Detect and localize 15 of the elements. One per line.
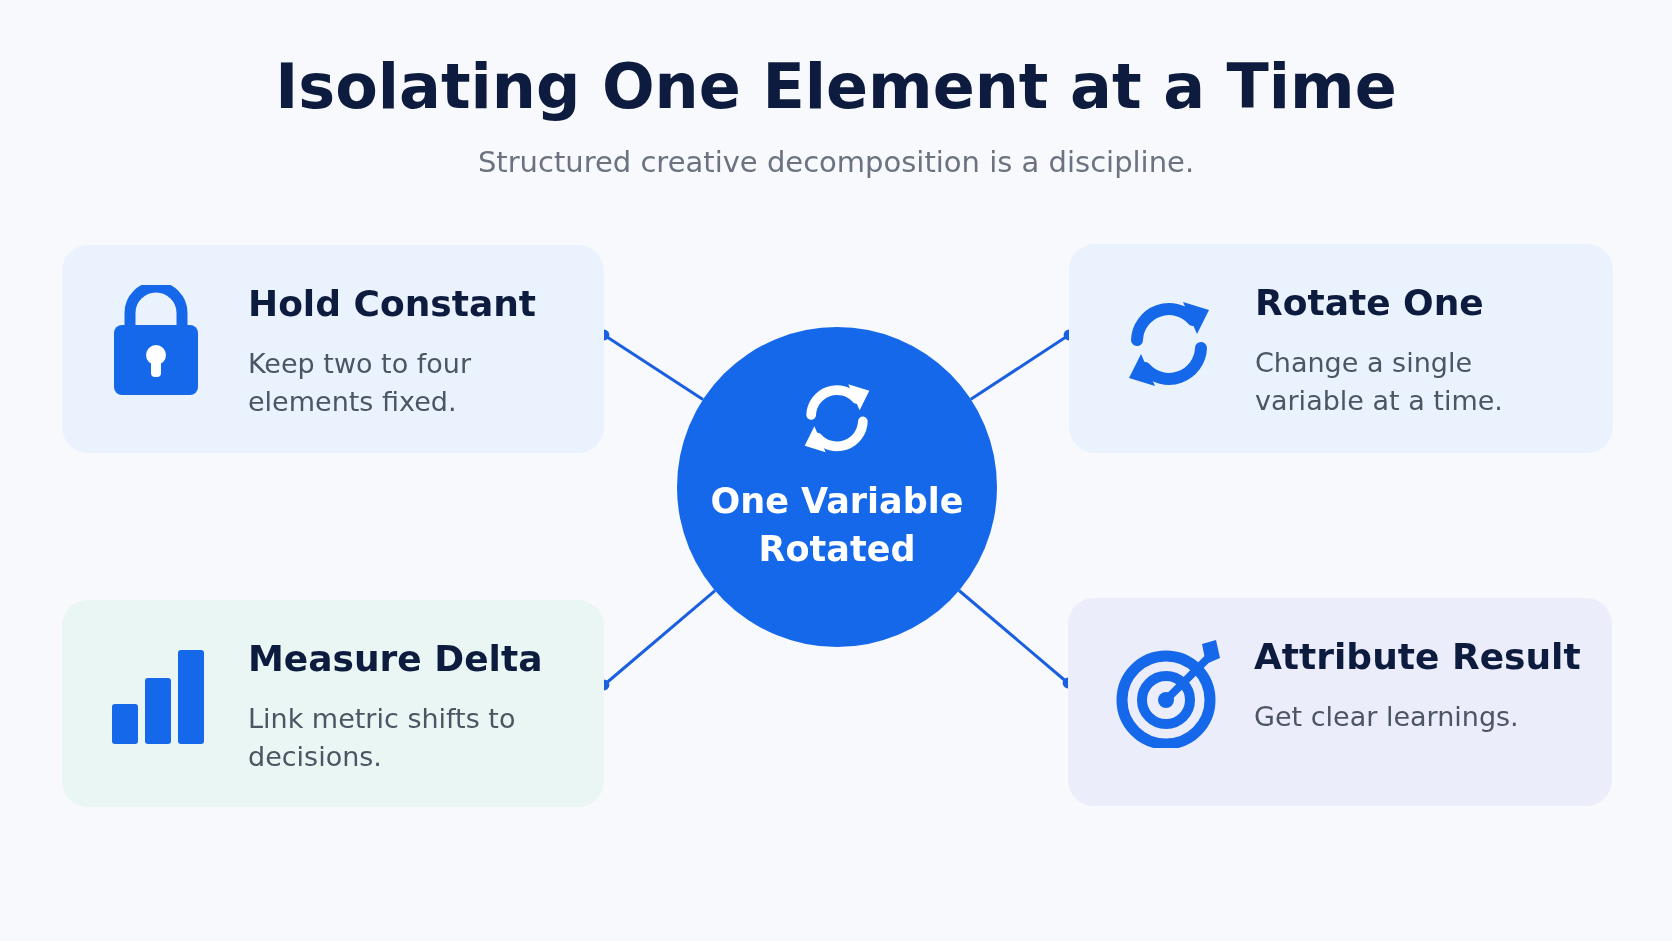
card-text: Link metric shifts to decisions. <box>248 702 517 774</box>
info-card <box>1069 244 1613 453</box>
info-card <box>62 245 604 453</box>
card-heading: Rotate One <box>1255 282 1484 323</box>
card-text: Get clear learnings. <box>1254 700 1520 734</box>
card-heading: Hold Constant <box>248 283 537 324</box>
card-heading: Measure Delta <box>248 638 543 679</box>
subtitle: Structured creative decomposition is a discipline. <box>476 145 1196 179</box>
card-text: Keep two to four elements fixed. <box>248 347 472 419</box>
card-heading: Attribute Result <box>1254 636 1581 677</box>
card-heading: One Variable Rotated <box>709 480 965 571</box>
info-card <box>62 600 604 807</box>
card-text: Change a single variable at a time. <box>1255 346 1504 418</box>
title: Isolating One Element at a Time <box>274 50 1398 123</box>
info-card <box>1068 598 1612 806</box>
